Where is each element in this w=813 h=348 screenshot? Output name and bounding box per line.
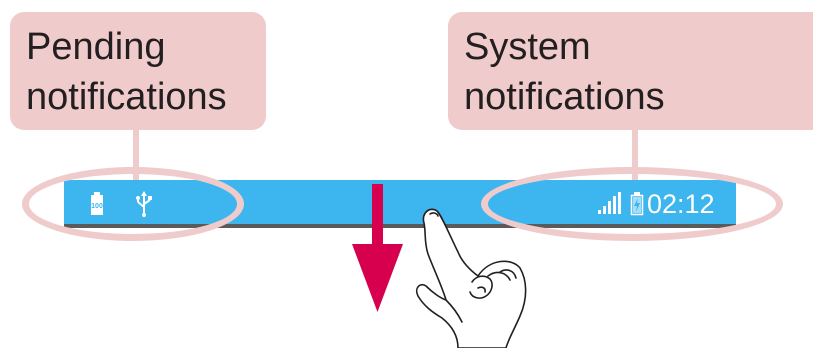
system-notifications-highlight — [481, 167, 783, 241]
pending-callout-pointer — [133, 130, 139, 182]
system-callout-pointer — [632, 130, 638, 182]
pending-callout-line1: Pending — [26, 26, 166, 68]
pending-notifications-highlight — [22, 167, 244, 241]
system-callout-line2: notifications — [464, 76, 665, 118]
pointing-hand-icon — [415, 208, 527, 348]
pending-callout-line2: notifications — [26, 76, 227, 118]
pending-notifications-callout: Pending notifications — [10, 12, 266, 130]
system-callout-line1: System — [464, 26, 591, 68]
system-notifications-callout: System notifications — [448, 12, 813, 130]
swipe-down-arrow — [352, 184, 403, 312]
